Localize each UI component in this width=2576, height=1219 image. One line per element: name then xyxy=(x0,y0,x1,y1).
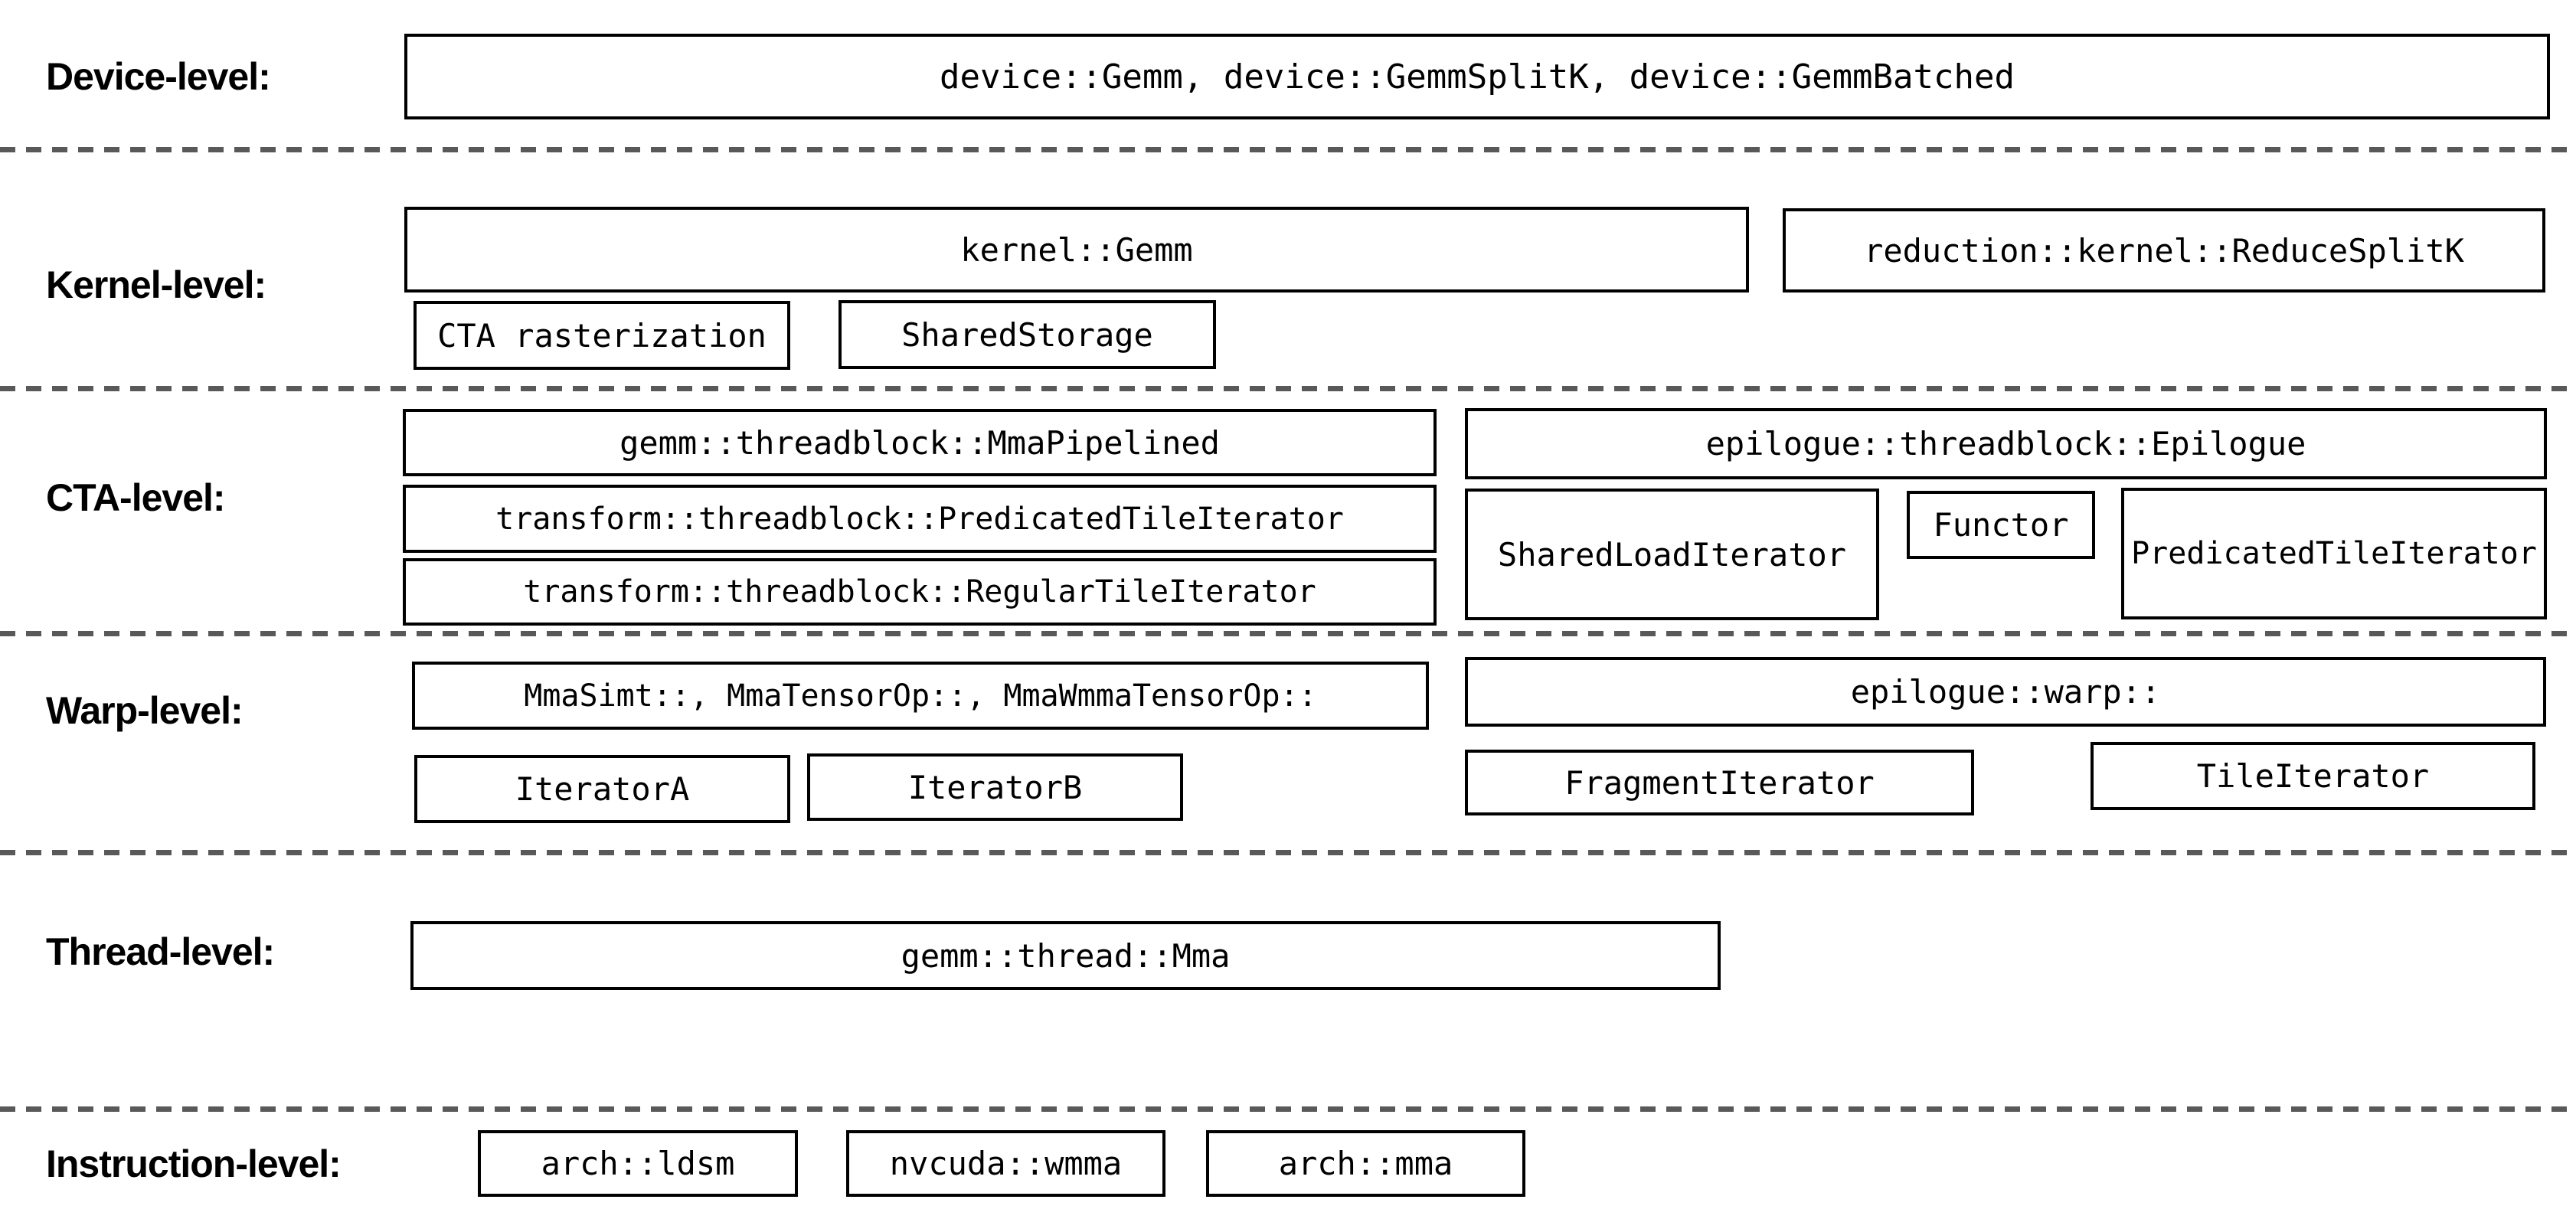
kernel-gemm-box: kernel::Gemm xyxy=(404,207,1749,292)
row-separator xyxy=(0,386,2576,391)
gemm-thread-mma-box: gemm::thread::Mma xyxy=(410,921,1721,990)
arch-ldsm-box: arch::ldsm xyxy=(478,1130,798,1197)
mma-pipelined-box: gemm::threadblock::MmaPipelined xyxy=(403,409,1437,476)
predicated-tile-iterator-box: transform::threadblock::PredicatedTileIt… xyxy=(403,485,1437,553)
row-label-thread-level: Thread-level: xyxy=(46,930,275,973)
warp-mma-box: MmaSimt::, MmaTensorOp::, MmaWmmaTensorO… xyxy=(412,662,1429,730)
arch-mma-box: arch::mma xyxy=(1206,1130,1525,1197)
shared-storage-box: SharedStorage xyxy=(839,300,1216,369)
functor-box: Functor xyxy=(1907,491,2095,559)
row-separator xyxy=(0,147,2576,152)
tile-iterator-box: TileIterator xyxy=(2091,742,2535,810)
cta-rasterization-box: CTA rasterization xyxy=(414,301,790,370)
row-label-warp-level: Warp-level: xyxy=(46,689,244,732)
device-gemm-box: device::Gemm, device::GemmSplitK, device… xyxy=(404,34,2550,119)
iterator-a-box: IteratorA xyxy=(414,755,790,823)
row-label-cta-level: CTA-level: xyxy=(46,476,226,519)
fragment-iterator-box: FragmentIterator xyxy=(1465,750,1974,815)
epilogue-warp-box: epilogue::warp:: xyxy=(1465,657,2546,727)
epilogue-threadblock-box: epilogue::threadblock::Epilogue xyxy=(1465,408,2547,479)
row-label-kernel-level: Kernel-level: xyxy=(46,263,266,306)
row-label-device-level: Device-level: xyxy=(46,55,271,98)
iterator-b-box: IteratorB xyxy=(807,753,1183,821)
regular-tile-iterator-box: transform::threadblock::RegularTileItera… xyxy=(403,558,1437,626)
row-separator xyxy=(0,1106,2576,1112)
row-label-instruction-level: Instruction-level: xyxy=(46,1142,342,1185)
row-separator xyxy=(0,631,2576,636)
shared-load-iterator-box: SharedLoadIterator xyxy=(1465,489,1879,620)
nvcuda-wmma-box: nvcuda::wmma xyxy=(846,1130,1165,1197)
row-separator xyxy=(0,850,2576,855)
epilogue-predicated-tile-iterator-box: PredicatedTileIterator xyxy=(2121,488,2547,619)
reduce-splitk-box: reduction::kernel::ReduceSplitK xyxy=(1783,208,2545,292)
